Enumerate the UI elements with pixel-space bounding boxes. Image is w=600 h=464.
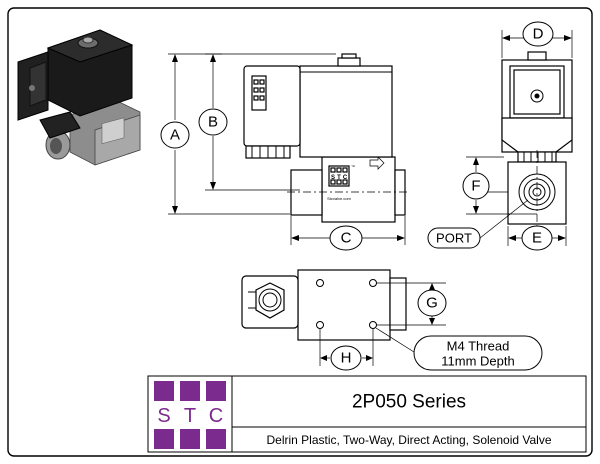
valve-letter-s: S [331,175,335,181]
series-title: 2P050 Series [352,392,466,413]
label-e: E [532,230,542,247]
logo-letter-c: C [209,405,223,427]
bottom-view [241,269,407,341]
label-h: H [341,350,352,367]
logo-letter-t: T [184,405,196,427]
isometric-valve-render [17,29,141,166]
title-block: S T C 2P050 Series Delrin Plastic, Two-W… [147,375,587,453]
thread-callout: M4 Thread 11mm Depth [375,327,543,371]
dimension-e: E [507,225,567,251]
valve-url: Stcvalve.com [327,196,351,201]
stc-logo: S T C [154,381,226,449]
dimension-a: A [160,53,336,215]
flow-direction-arrow-icon [369,156,385,170]
dimension-c: C [290,216,406,251]
drawing-border [7,7,593,457]
valve-letter-c: C [343,175,348,181]
label-f: F [471,178,480,195]
port-callout: PORT [427,199,529,249]
label-d: D [533,26,544,43]
label-b: B [208,114,218,131]
valve-marking-grid [330,167,348,185]
thread-note-line1: M4 Thread [447,339,510,354]
valve-trademark: ™ [351,164,355,169]
dimension-f: F [462,156,537,215]
logo-letter-s: S [157,405,170,427]
label-c: C [341,230,352,247]
dimension-h: H [319,328,374,371]
label-a: A [170,127,180,144]
port-label: PORT [436,231,472,246]
dimension-d: D [501,21,573,58]
label-g: G [426,295,438,312]
front-view: S T C ™ Stcvalve.com [243,53,410,223]
dimension-b: B [198,53,300,191]
thread-note-line2: 11mm Depth [441,354,514,369]
valve-letter-t: T [337,175,341,181]
product-description: Delrin Plastic, Two-Way, Direct Acting, … [267,433,552,447]
dimension-g: G [376,282,447,326]
connector-pin-grid [253,79,265,101]
